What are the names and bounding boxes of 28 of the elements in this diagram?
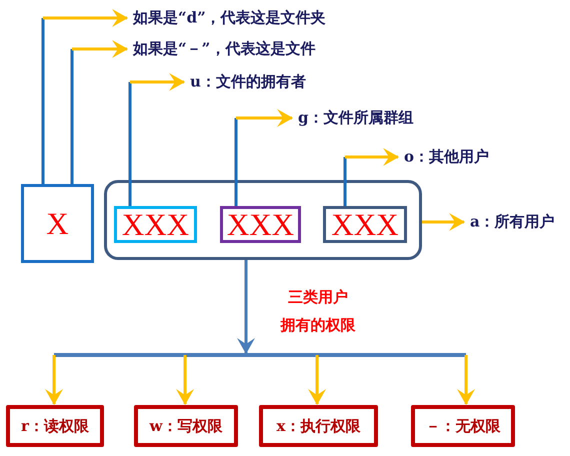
permission-box: －：无权限 [411,405,515,447]
branch-trunk [54,260,466,357]
permission-box: r：读权限 [6,405,104,447]
note-text: 三类用户 [288,288,348,307]
connector-arrow [70,40,128,184]
connector-arrow [344,148,399,206]
arrow [422,213,465,231]
permission-box: XXX [114,206,197,243]
callout-text: o：其他用户 [404,148,490,166]
permission-box: XXX [220,206,301,243]
callout-text: 如果是“－”，代表这是文件 [133,40,316,58]
callout-text: a：所有用户 [470,212,555,232]
callout-text: 如果是“d”，代表这是文件夹 [133,8,326,28]
callout-text: g：文件所属群组 [298,108,414,128]
permission-box: w：写权限 [134,405,238,447]
permission-box: XXX [323,206,407,243]
type-box: X [21,184,94,263]
permission-box: x：执行权限 [259,405,378,447]
arrow [457,355,475,405]
arrow [176,355,194,405]
connector-arrow [234,109,293,206]
connector-arrow [128,73,185,206]
note-text: 拥有的权限 [280,316,356,335]
connector-arrow [42,9,128,184]
permission-group-box [104,180,422,260]
callout-text: u：文件的拥有者 [190,72,306,92]
arrow [308,355,326,405]
arrow [45,355,63,405]
